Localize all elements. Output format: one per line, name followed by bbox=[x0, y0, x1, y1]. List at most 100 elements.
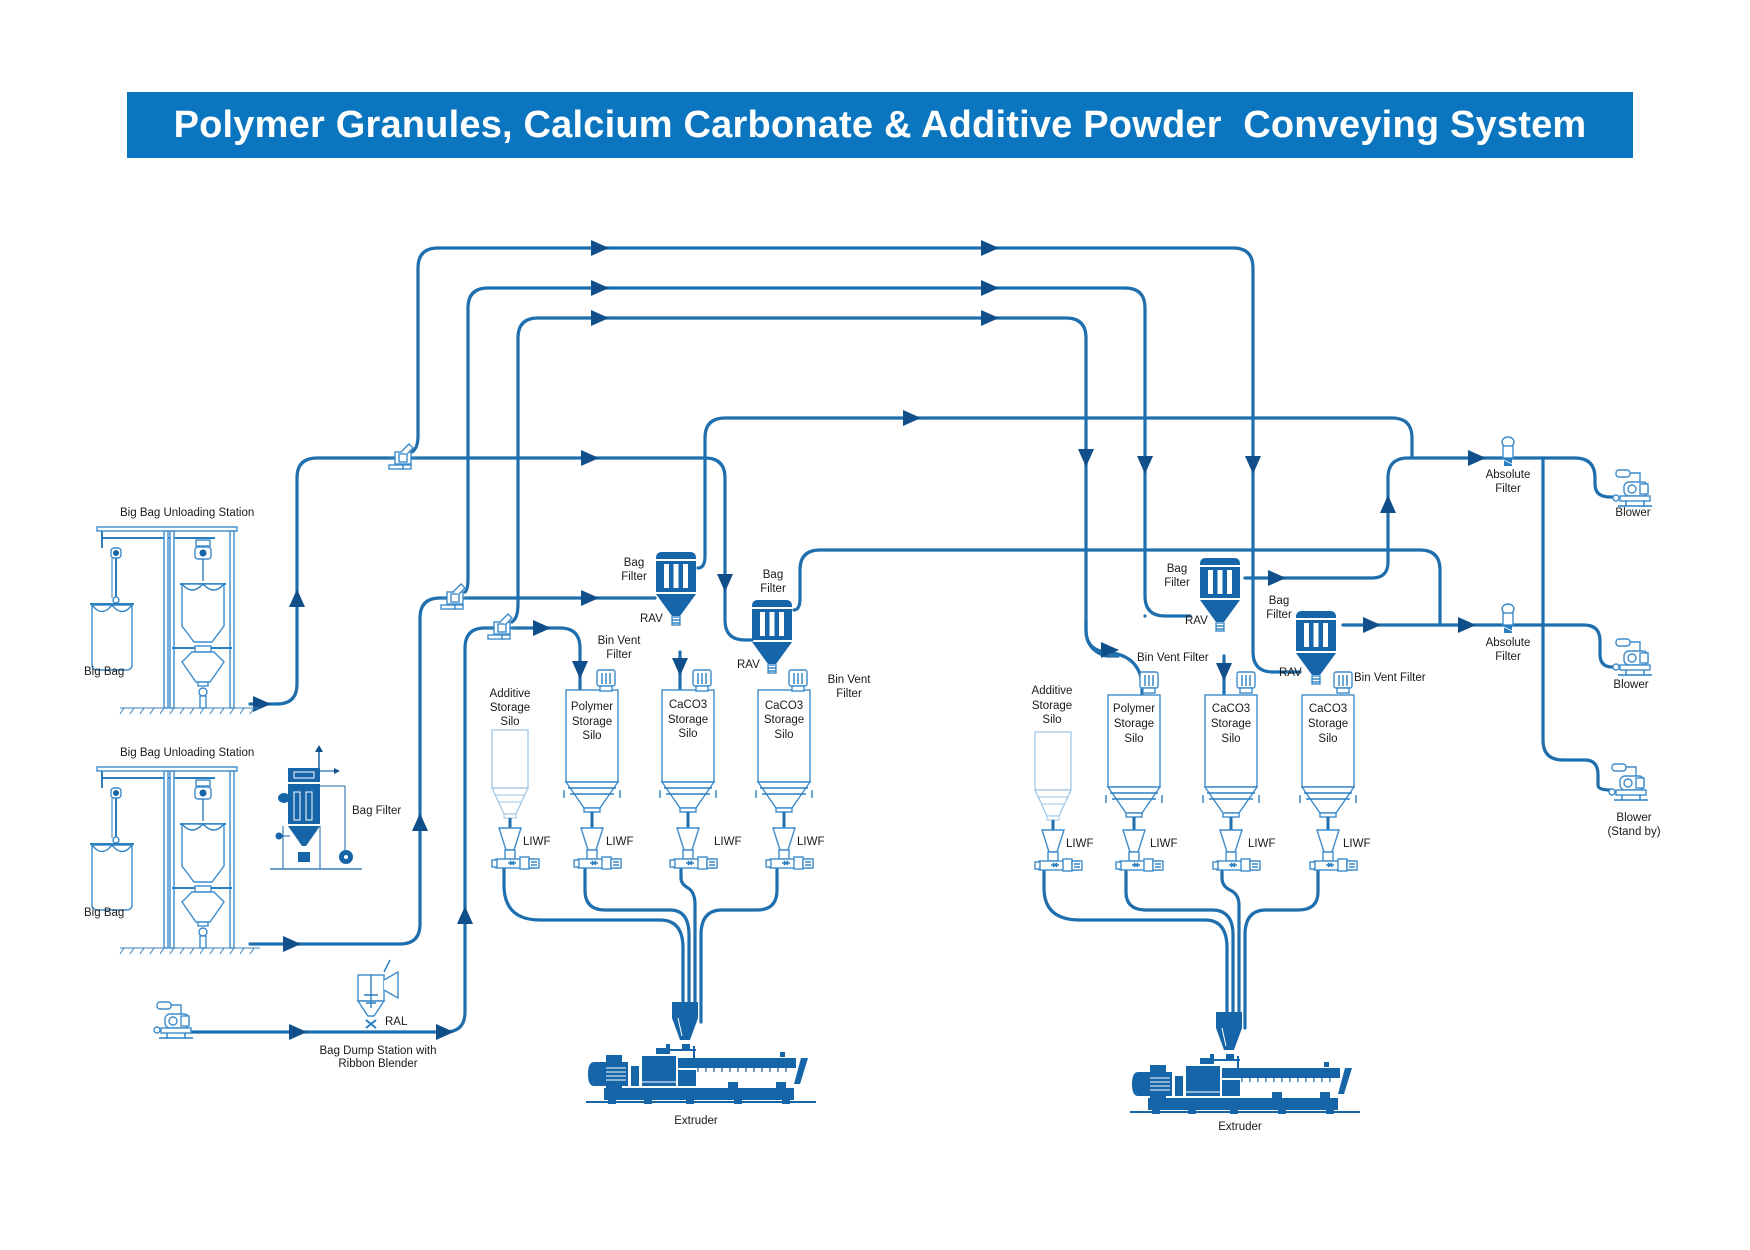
blower-section: Absolute Filter Absolute Filter Blower B… bbox=[1486, 436, 1661, 838]
blower-1 bbox=[1612, 469, 1653, 507]
pipe-left-feed-polymer bbox=[583, 864, 691, 1024]
dump-station-blower bbox=[153, 1001, 194, 1039]
label-left-polymer-1: Polymer bbox=[571, 701, 613, 713]
label-left-caco3b-2: Storage bbox=[764, 714, 804, 726]
label-right-liwf-4: LIWF bbox=[1343, 838, 1370, 850]
right-liwf-3 bbox=[1212, 829, 1261, 872]
label-left-caco3b-3: Silo bbox=[774, 729, 793, 741]
label-blower-standby-2: (Stand by) bbox=[1607, 826, 1660, 838]
label-right-rav-1: RAV bbox=[1185, 615, 1208, 627]
pipe-line-c bbox=[510, 316, 1120, 658]
left-liwf-1 bbox=[491, 827, 540, 870]
label-right-polymer-3: Silo bbox=[1124, 733, 1143, 745]
left-production-line: Bag Filter RAV Bag Filter RAV Bin Vent F… bbox=[490, 551, 871, 1127]
label-right-polymer-1: Polymer bbox=[1113, 703, 1155, 715]
left-additive-silo bbox=[491, 729, 529, 819]
label-bag-dump-line2: Ribbon Blender bbox=[338, 1058, 417, 1070]
pipe-line-a bbox=[410, 246, 1302, 674]
label-right-additive-2: Storage bbox=[1032, 700, 1072, 712]
pipe-blower-1 bbox=[1508, 456, 1617, 499]
label-dust-bag-filter: Bag Filter bbox=[352, 805, 401, 817]
absolute-filter-2 bbox=[1501, 603, 1515, 634]
label-left-rav-1: RAV bbox=[640, 613, 663, 625]
blower-standby bbox=[1608, 763, 1649, 801]
pipe-station1-outlet bbox=[248, 456, 397, 706]
label-blower-1: Blower bbox=[1615, 507, 1650, 519]
bag-dump-station: RAL Bag Dump Station with Ribbon Blender bbox=[320, 959, 437, 1070]
label-left-caco3a-1: CaCO3 bbox=[669, 699, 707, 711]
label-bag-dump-line1: Bag Dump Station with bbox=[320, 1045, 437, 1057]
right-caco3-1-bin-vent bbox=[1236, 671, 1256, 694]
label-right-caco3a-2: Storage bbox=[1211, 718, 1251, 730]
label-absolute-filter-1a: Absolute bbox=[1486, 469, 1531, 481]
label-left-caco3a-3: Silo bbox=[678, 728, 697, 740]
label-left-polymer-2: Storage bbox=[572, 716, 612, 728]
label-left-rav-2: RAV bbox=[737, 659, 760, 671]
pipe-right-feed-additive bbox=[1042, 866, 1229, 1030]
pipe-right-feed-caco3-1 bbox=[1220, 866, 1241, 1030]
label-right-caco3a-1: CaCO3 bbox=[1212, 703, 1250, 715]
label-left-polymer-3: Silo bbox=[582, 730, 601, 742]
label-unloading-station-2: Big Bag Unloading Station bbox=[120, 747, 254, 759]
label-left-bag-filter-1a: Bag bbox=[624, 557, 644, 569]
label-right-bag-filter-2a: Bag bbox=[1269, 595, 1289, 607]
pipe-blower-2 bbox=[1508, 623, 1617, 669]
label-left-caco3a-2: Storage bbox=[668, 714, 708, 726]
label-left-extruder: Extruder bbox=[674, 1115, 718, 1127]
label-left-liwf-3: LIWF bbox=[714, 836, 741, 848]
label-right-bag-filter-1b: Filter bbox=[1164, 577, 1190, 589]
label-right-bag-filter-1a: Bag bbox=[1167, 563, 1187, 575]
label-left-additive-1: Additive bbox=[490, 688, 531, 700]
pipe-filter1-vent bbox=[696, 416, 1414, 570]
right-bag-filter-2 bbox=[1295, 610, 1337, 685]
label-blower-standby-1: Blower bbox=[1616, 812, 1651, 824]
label-right-liwf-2: LIWF bbox=[1150, 838, 1177, 850]
pipe-station2-outlet bbox=[248, 596, 449, 946]
label-left-additive-3: Silo bbox=[500, 716, 519, 728]
label-right-liwf-1: LIWF bbox=[1066, 838, 1093, 850]
label-right-extruder: Extruder bbox=[1218, 1121, 1262, 1133]
title-banner: Polymer Granules, Calcium Carbonate & Ad… bbox=[127, 92, 1633, 158]
label-right-bin-vent-2: Bin Vent Filter bbox=[1354, 672, 1426, 684]
big-bag-unloading-station-2: Big Bag Unloading Station Big Bag bbox=[84, 747, 261, 955]
label-left-bag-filter-1b: Filter bbox=[621, 571, 647, 583]
label-right-additive-1: Additive bbox=[1032, 685, 1073, 697]
label-right-bag-filter-2b: Filter bbox=[1266, 609, 1292, 621]
label-right-bin-vent-1: Bin Vent Filter bbox=[1137, 652, 1209, 664]
left-liwf-2 bbox=[573, 827, 622, 870]
label-unloading-station-1: Big Bag Unloading Station bbox=[120, 507, 254, 519]
label-right-rav-2: RAV bbox=[1279, 667, 1302, 679]
label-left-liwf-1: LIWF bbox=[523, 836, 550, 848]
absolute-filter-1 bbox=[1501, 436, 1515, 467]
right-polymer-bin-vent bbox=[1139, 671, 1159, 694]
label-absolute-filter-2a: Absolute bbox=[1486, 637, 1531, 649]
page-title: Polymer Granules, Calcium Carbonate & Ad… bbox=[173, 103, 1587, 146]
label-left-liwf-2: LIWF bbox=[606, 836, 633, 848]
label-absolute-filter-2b: Filter bbox=[1495, 651, 1521, 663]
left-liwf-3 bbox=[669, 827, 718, 870]
label-left-bin-vent-2b: Filter bbox=[836, 688, 862, 700]
label-left-bag-filter-2a: Bag bbox=[763, 569, 783, 581]
pipe-left-feed-additive bbox=[502, 864, 685, 1024]
label-absolute-filter-1b: Filter bbox=[1495, 483, 1521, 495]
conveying-pipes bbox=[174, 246, 1617, 1034]
label-blower-2: Blower bbox=[1613, 679, 1648, 691]
label-big-bag-2: Big Bag bbox=[84, 907, 124, 919]
label-right-caco3b-2: Storage bbox=[1308, 718, 1348, 730]
pipe-dump-station bbox=[174, 626, 496, 1034]
right-liwf-2 bbox=[1115, 829, 1164, 872]
dust-collector-bag-filter: Bag Filter bbox=[270, 745, 401, 870]
left-caco3-2-bin-vent bbox=[788, 669, 808, 692]
right-liwf-1 bbox=[1034, 829, 1083, 872]
label-right-caco3b-1: CaCO3 bbox=[1309, 703, 1347, 715]
label-right-additive-3: Silo bbox=[1042, 714, 1061, 726]
pipe-filter2-vent bbox=[792, 548, 1442, 627]
pipe-right-line-a-to-polymer bbox=[1084, 618, 1144, 702]
label-left-caco3b-1: CaCO3 bbox=[765, 700, 803, 712]
pipe-diverter3-to-polymer-silo bbox=[510, 626, 582, 697]
label-left-liwf-4: LIWF bbox=[797, 836, 824, 848]
label-left-bin-vent-1a: Bin Vent bbox=[598, 635, 642, 647]
pipe-left-feed-caco3-2 bbox=[699, 864, 779, 1024]
left-polymer-bin-vent bbox=[596, 669, 616, 692]
